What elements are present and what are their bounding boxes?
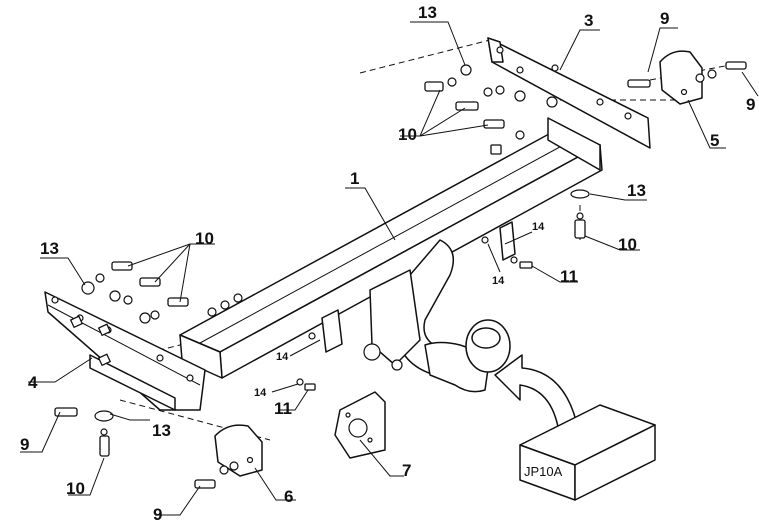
callout-10-left: 10: [195, 229, 214, 248]
callout-9-top: 9: [660, 9, 669, 28]
callout-4: 4: [28, 373, 38, 392]
callout-10-right: 10: [618, 235, 637, 254]
callout-9-right: 9: [746, 95, 755, 114]
callout-10-left-lower: 10: [66, 479, 85, 498]
callout-1: 1: [350, 169, 359, 188]
model-box-label: JP10A: [524, 464, 563, 479]
callout-13-left-lower: 13: [152, 421, 171, 440]
model-box: JP10A: [519, 404, 656, 501]
tow-neck-and-ball: [363, 239, 511, 393]
callout-14-center-b: 14: [254, 387, 267, 399]
callout-9-left: 9: [20, 435, 29, 454]
callout-11-center: 11: [274, 399, 292, 418]
callout-labels: 1 3 13 9 9 5 10 13 10 11 14 14 13 10 4 9…: [20, 3, 755, 524]
callout-3: 3: [584, 11, 593, 30]
callout-14-right-a: 14: [532, 221, 545, 233]
right-side-bracket: [487, 37, 651, 171]
callout-13-left: 13: [40, 239, 59, 258]
callout-13-top: 13: [418, 3, 437, 22]
clamp-plate-right: [659, 50, 703, 105]
callout-10-top: 10: [398, 125, 417, 144]
callout-14-center-a: 14: [276, 351, 289, 363]
callout-14-right-b: 14: [492, 275, 505, 287]
direction-arrow: [494, 354, 581, 441]
callout-13-right: 13: [627, 181, 646, 200]
callout-7: 7: [402, 461, 411, 480]
callout-6: 6: [284, 487, 293, 506]
clamp-plate-left: [214, 424, 263, 477]
socket-plate: [334, 391, 386, 459]
left-side-bracket: [44, 291, 206, 411]
callout-5: 5: [710, 131, 719, 150]
callout-9-bottom: 9: [153, 505, 162, 524]
callout-11-right: 11: [560, 267, 578, 286]
leader-lines: [20, 21, 759, 516]
